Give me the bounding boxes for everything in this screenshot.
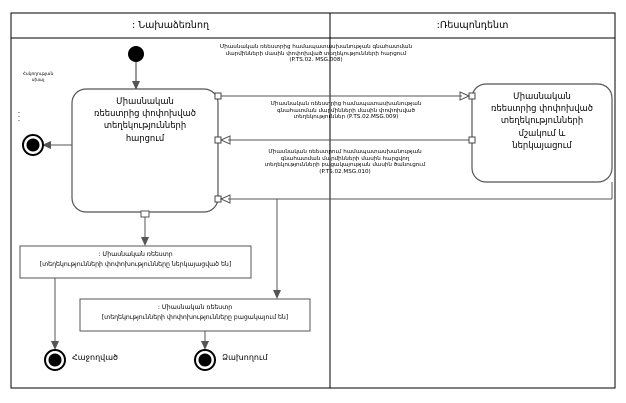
msg-010-label: Միասնական ռեեստրում համապատասխանության գ…: [264, 149, 426, 175]
msg-008-arrowhead: [459, 91, 471, 101]
msg-009-arrowhead: [219, 135, 231, 145]
msg-009-label: Միասնական ռեեստրից համապատասխանության գն…: [270, 101, 422, 121]
process-activity-box: [471, 83, 613, 183]
note-success-box: [19, 245, 252, 279]
end-success-label: Հաջողված: [72, 353, 118, 362]
initial-flow-arrowhead: [132, 81, 140, 90]
diagram-frame: [10, 12, 616, 389]
fork-bar-note1: [140, 210, 150, 218]
swimlane-title-initiator: : Նախաձեռնող: [132, 20, 209, 31]
end-failure-inner: [198, 353, 212, 367]
note2-arrowhead: [273, 290, 281, 299]
control-error-arrowhead: [42, 141, 51, 149]
process-activity-label[interactable]: Միասնական ռեեստրից փոփոխված տեղեկություն…: [491, 91, 593, 150]
control-error-end-inner: [26, 138, 40, 152]
end-success-inner: [48, 353, 62, 367]
swimlane-title-respondent: :Ռեսպոնդենտ: [436, 20, 509, 31]
note-empty-line2: [տեղեկությունների փոփոխությունները բացակ…: [101, 314, 289, 321]
note-empty-line1: : Միասնական ռեեստր: [157, 304, 233, 311]
msg-010-arrowhead: [219, 194, 231, 204]
initial-node: [128, 46, 144, 62]
end-failure-label: Ձախողում: [222, 353, 268, 362]
request-activity-label[interactable]: Միասնական ռեեստրից փոփոխված տեղեկություն…: [94, 96, 196, 143]
end-failure-arrowhead: [201, 341, 209, 350]
control-error-note: Հսկողության սխալ: [22, 72, 54, 83]
note-success-line2: [տեղեկությունների փոփոխությունները ներկա…: [39, 261, 232, 268]
note-success-line1: : Միասնական ռեեստր: [98, 251, 173, 258]
end-success-arrowhead: [51, 341, 59, 350]
note1-arrowhead: [141, 237, 149, 246]
note-empty-box: [79, 298, 311, 332]
msg-008-label: Միասնական ռեեստրից համապատասխանության գն…: [219, 44, 413, 64]
request-port-top: [214, 92, 222, 100]
